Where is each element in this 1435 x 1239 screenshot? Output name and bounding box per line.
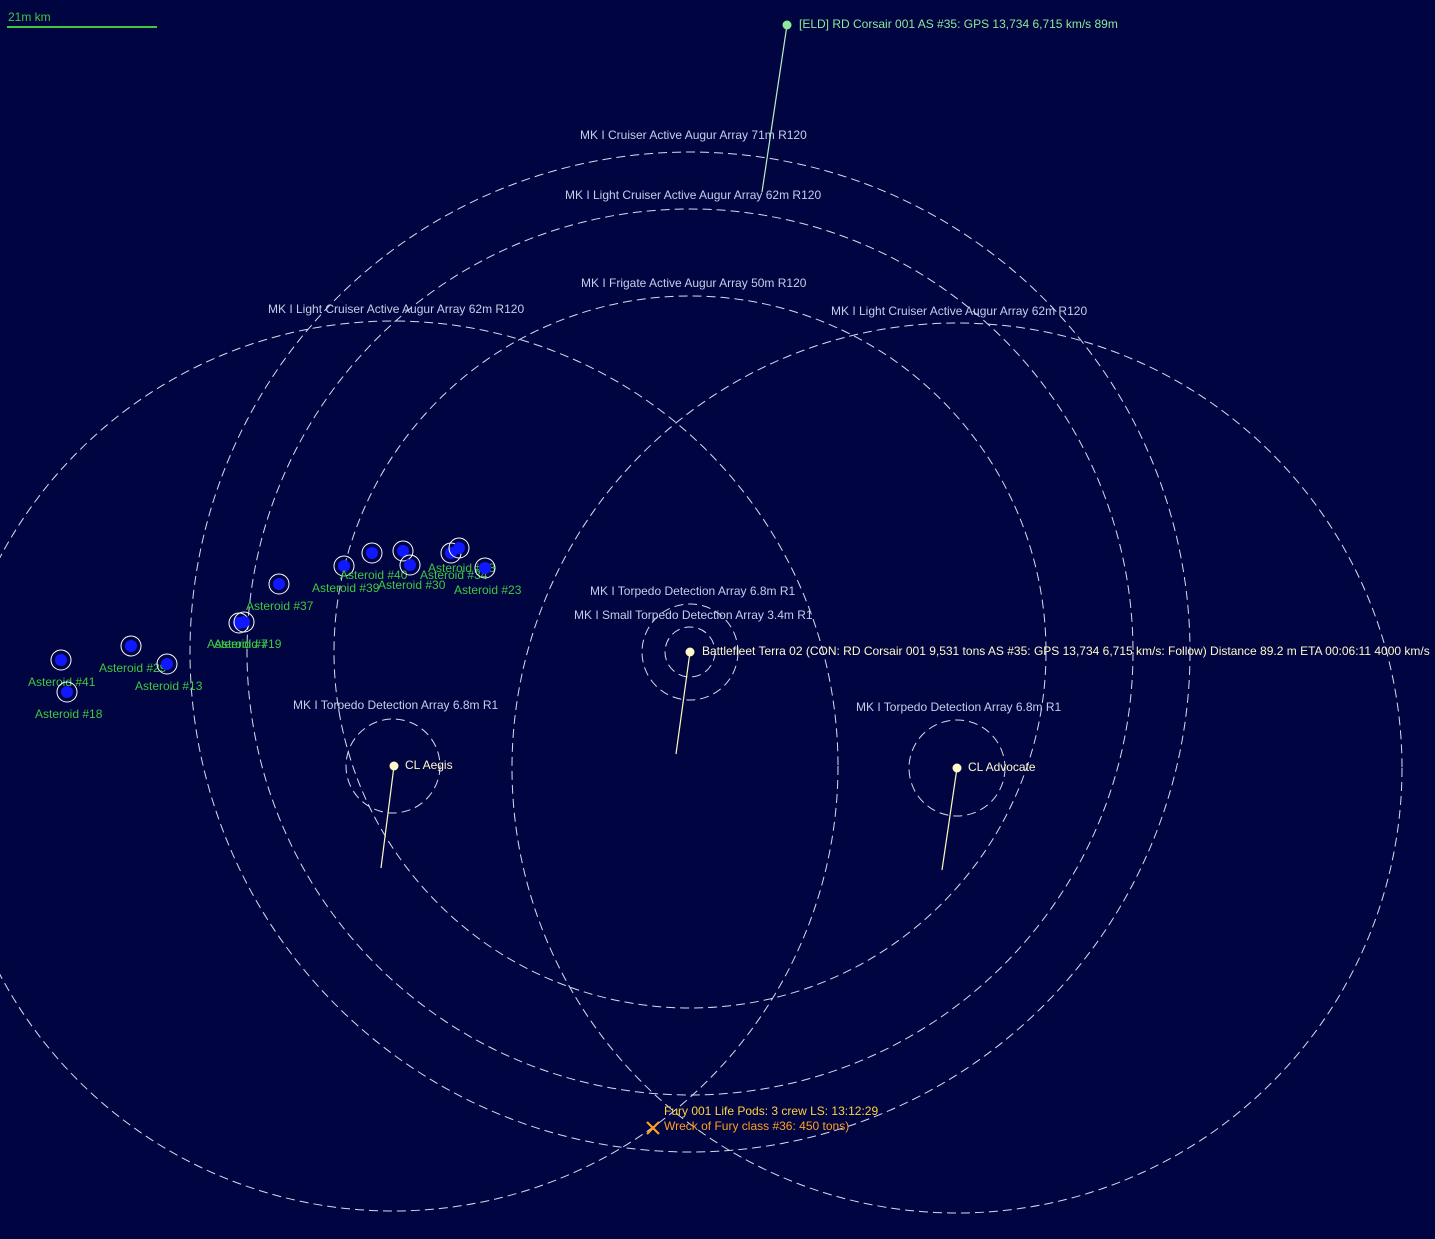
asteroid-body[interactable] — [453, 542, 465, 554]
range-label-light-cruiser-augur-center: MK I Light Cruiser Active Augur Array 62… — [565, 188, 821, 202]
asteroid-body[interactable] — [479, 562, 491, 574]
fleet-battlefleet-terra[interactable]: Battlefleet Terra 02 (CON: RD Corsair 00… — [675, 644, 1430, 755]
wreck-fury[interactable]: Fury 001 Life Pods: 3 crew LS: 13:12:29 … — [646, 1104, 878, 1135]
asteroid-ring — [399, 554, 421, 576]
aegis-marker[interactable] — [389, 761, 399, 771]
asteroid-19[interactable]: Asteroid #19 — [214, 611, 282, 651]
asteroid-label: Asteroid #30 — [378, 578, 446, 592]
asteroid-37[interactable]: Asteroid #37 — [246, 573, 314, 613]
asteroid-label: Asteroid #39 — [312, 581, 380, 595]
light-cruiser-augur-ring-aegis — [0, 320, 839, 1212]
range-label-light-cruiser-augur-advocate: MK I Light Cruiser Active Augur Array 62… — [831, 304, 1087, 318]
asteroid-30[interactable]: Asteroid #30 — [378, 540, 446, 592]
torpedo-detection-ring-terra — [641, 603, 739, 701]
range-label-torpedo-advocate: MK I Torpedo Detection Array 6.8m R1 — [856, 700, 1062, 714]
asteroid-body[interactable] — [61, 686, 73, 698]
asteroid-label: Asteroid #40 — [340, 568, 408, 582]
light-cruiser-augur-ring-advocate — [511, 322, 1403, 1214]
asteroid-label: Asteroid #18 — [35, 707, 103, 721]
asteroid-body[interactable] — [366, 547, 378, 559]
asteroid-40[interactable]: Asteroid #40 — [340, 542, 408, 582]
asteroid-body[interactable] — [125, 640, 137, 652]
asteroid-body[interactable] — [397, 545, 409, 557]
asteroid-label: Asteroid #19 — [214, 637, 282, 651]
asteroid-ring — [156, 653, 178, 675]
asteroid-ring — [333, 555, 355, 577]
asteroid-ring — [361, 542, 383, 564]
asteroid-ring — [268, 573, 290, 595]
ship-cl-aegis[interactable]: CL Aegis — [380, 758, 453, 869]
lifepods-label: Fury 001 Life Pods: 3 crew LS: 13:12:29 — [664, 1104, 878, 1118]
asteroid-ring — [448, 537, 470, 559]
asteroid-41[interactable]: Asteroid #41 — [28, 649, 96, 689]
wreck-x-icon[interactable] — [646, 1121, 660, 1135]
range-label-frigate-augur: MK I Frigate Active Augur Array 50m R120 — [581, 276, 807, 290]
scale-label: 21m km — [8, 10, 51, 24]
ship-cl-advocate[interactable]: CL Advocate — [941, 760, 1036, 871]
asteroid-body[interactable] — [238, 616, 250, 628]
asteroid-ring — [50, 649, 72, 671]
range-label-cruiser-augur: MK I Cruiser Active Augur Array 71m R120 — [580, 128, 807, 142]
asteroid-label: Asteroid #23 — [454, 583, 522, 597]
asteroid-ring — [474, 557, 496, 579]
asteroid-ring — [120, 635, 142, 657]
fleet-marker[interactable] — [685, 647, 695, 657]
asteroid-label: Asteroid #38 — [428, 561, 496, 575]
asteroid-label: Asteroid #37 — [246, 599, 314, 613]
asteroid-38[interactable]: Asteroid #38 — [428, 537, 496, 575]
range-label-light-cruiser-augur-aegis: MK I Light Cruiser Active Augur Array 62… — [268, 302, 524, 316]
asteroid-field: Asteroid #37 Asteroid #39 Asteroid #40 A… — [28, 537, 522, 721]
asteroid-body[interactable] — [273, 578, 285, 590]
asteroid-23[interactable]: Asteroid #23 — [454, 557, 522, 597]
scale-indicator: 21m km — [7, 10, 157, 28]
range-rings — [0, 151, 1403, 1214]
range-labels: MK I Cruiser Active Augur Array 71m R120… — [268, 128, 1087, 714]
advocate-heading-line — [941, 767, 958, 871]
asteroid-body[interactable] — [161, 658, 173, 670]
asteroid-ring — [233, 611, 255, 633]
asteroid-label: Asteroid #7 — [207, 637, 268, 651]
asteroid-body[interactable] — [55, 654, 67, 666]
contact-marker[interactable] — [782, 20, 792, 30]
asteroid-18[interactable]: Asteroid #18 — [35, 681, 103, 721]
asteroid-label: Asteroid #34 — [420, 568, 488, 582]
torpedo-detection-ring-advocate — [908, 719, 1006, 817]
fleet-label: Battlefleet Terra 02 (CON: RD Corsair 00… — [702, 644, 1430, 658]
asteroid-body[interactable] — [404, 559, 416, 571]
asteroid-ring — [392, 540, 414, 562]
contact-label: [ELD] RD Corsair 001 AS #35: GPS 13,734 … — [799, 17, 1118, 31]
aegis-heading-line — [380, 765, 395, 869]
small-torpedo-detection-ring-terra — [664, 626, 716, 678]
frigate-augur-ring — [333, 295, 1047, 1009]
asteroid-29[interactable]: Asteroid #29 — [99, 635, 167, 675]
contact-heading-line — [761, 24, 788, 193]
advocate-label: CL Advocate — [968, 760, 1036, 774]
wreck-label: Wreck of Fury class #36: 450 tons) — [664, 1119, 849, 1133]
contact-rd-corsair[interactable]: [ELD] RD Corsair 001 AS #35: GPS 13,734 … — [761, 17, 1118, 193]
asteroid-label: Asteroid #29 — [99, 661, 167, 675]
fleet-heading-line — [675, 651, 691, 755]
asteroid-body[interactable] — [338, 560, 350, 572]
torpedo-detection-ring-aegis — [345, 718, 441, 814]
asteroid-39[interactable]: Asteroid #39 — [312, 555, 380, 595]
advocate-marker[interactable] — [952, 763, 962, 773]
aegis-label: CL Aegis — [405, 758, 453, 772]
asteroid-ring — [56, 681, 78, 703]
asteroid-label: Asteroid #13 — [135, 679, 203, 693]
asteroid-13[interactable]: Asteroid #13 — [135, 653, 203, 693]
range-label-small-torpedo-terra: MK I Small Torpedo Detection Array 3.4m … — [574, 608, 813, 622]
light-cruiser-augur-ring-center — [246, 208, 1134, 1096]
cruiser-augur-ring — [189, 151, 1191, 1153]
range-label-torpedo-aegis: MK I Torpedo Detection Array 6.8m R1 — [293, 698, 499, 712]
range-label-torpedo-terra: MK I Torpedo Detection Array 6.8m R1 — [590, 584, 796, 598]
asteroid-label: Asteroid #41 — [28, 675, 96, 689]
